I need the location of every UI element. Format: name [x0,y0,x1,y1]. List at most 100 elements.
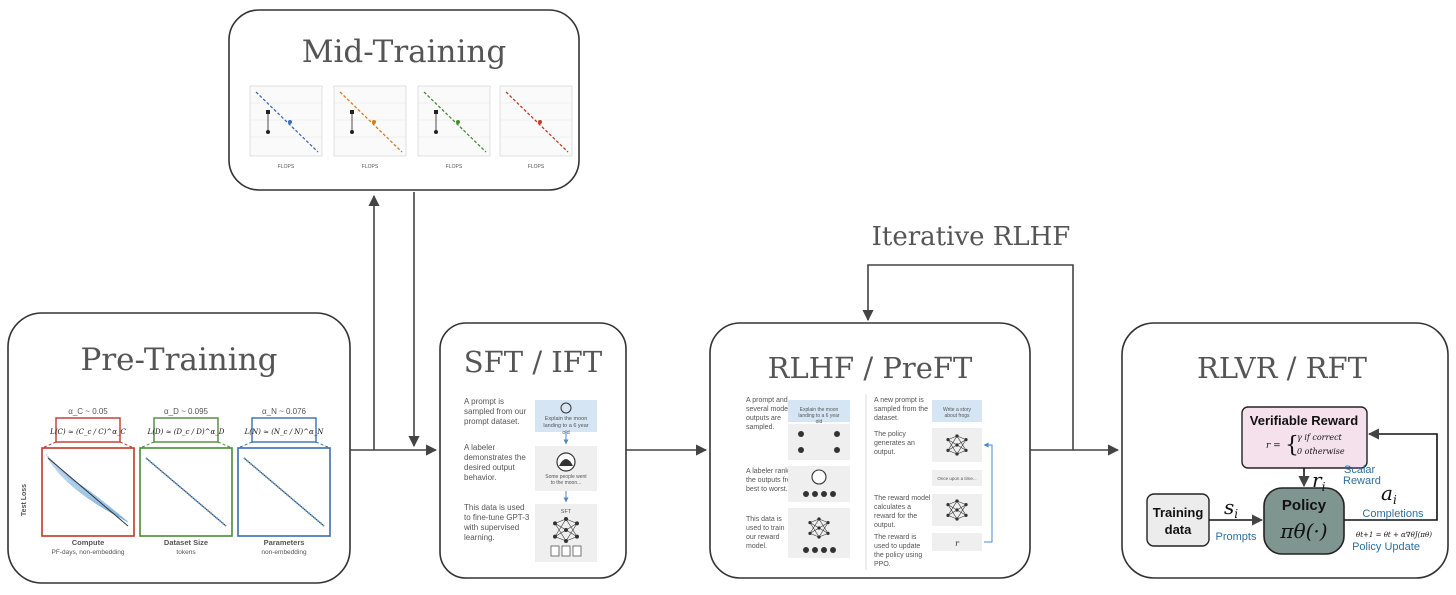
sft-step-line: learning. [464,533,495,542]
network-edge [554,529,567,537]
network-node [946,448,950,453]
policy-symbol: πθ(·) [1279,519,1327,543]
network-edge [947,500,958,516]
network-node [964,448,968,453]
scaling-exponent: α_C ~ 0.05 [68,407,108,416]
prompt-icon [560,402,572,414]
network-graph [553,517,579,543]
connectors [350,192,1120,456]
training-data-line2: data [1165,522,1193,537]
network-edge [818,527,829,534]
zoom-line [237,441,253,449]
rlvr-title: RLVR / RFT [1197,351,1368,385]
rlhf-left-prompt-line: old [816,419,823,425]
network-edge [565,523,578,542]
rlhf-left-line: sampled. [746,424,774,431]
network-edge [818,522,829,538]
network-node [564,528,568,532]
scalar-reward-line1: Scalar [1344,464,1376,476]
sft-prompt-line: landing to a 6 year [543,423,588,429]
formula-box [251,417,317,443]
reward-case-correct: γ if correct [1297,433,1343,442]
rlhf-reward-card [932,533,982,551]
rank-dot [830,491,836,497]
sft-answer-line: Some people went [545,474,587,480]
network-edge [818,522,829,529]
network-edge [809,522,820,529]
mini-xlabel: FLOPS [278,164,295,170]
ranking-dots [803,491,836,497]
rlhf-left-line: best to worst. [746,486,788,493]
reward-rk-symbol: r [955,539,960,548]
mini-marker [288,120,292,124]
network-node [817,517,821,521]
pre-training-ylabel: Test Loss [21,484,28,516]
network-graph [946,434,968,456]
rank-dot [821,547,827,553]
pre-training-title: Pre-Training [81,342,278,378]
network-node [553,534,557,539]
arrow-iterative-loop [862,264,1074,450]
s-symbol: si [1224,495,1238,521]
rlhf-left-line: This data is [746,516,782,523]
rlhf-right-line: The reward model [874,495,931,502]
formula-box [55,417,121,443]
network-edge [818,518,829,534]
mini-marker [434,130,438,134]
rlhf-output-text: Once upon a time... [937,476,976,481]
network-node [808,520,812,525]
panel-label: Dataset Size [164,538,208,547]
panel-sublabel: tokens [176,549,196,556]
rlhf-outputs-card [788,424,850,460]
mini-xlabel: FLOPS [528,164,545,170]
reward-model-network-icon-2 [946,499,968,521]
network-node [826,520,830,525]
rlvr-arrows [1209,428,1438,526]
network-node [575,534,579,539]
mini-trend [339,91,403,153]
network-node [553,521,557,526]
network-edge [956,504,967,520]
zoom-line [139,441,155,449]
rlhf-right-line: used to update [874,543,920,550]
r-symbol: ri [1312,468,1326,494]
network-node [946,502,950,507]
network-node [808,531,812,536]
panel-sublabel: PF-days, non-embedding [52,549,125,556]
rlhf-right-prompt-card [932,400,982,422]
panel-label: Compute [72,538,105,547]
trend-line [47,457,129,527]
sft-step-line: A labeler [464,443,495,452]
rlhf-right-line: dataset. [874,415,899,422]
zoom-line [119,441,135,449]
rank-dot [821,491,827,497]
mini-marker [350,110,354,114]
network-edge [947,509,958,516]
rlhf-left-line: A prompt and [746,397,788,404]
rlhf-right-line: PPO. [874,561,891,568]
network-edge [956,439,967,446]
network-node [946,437,950,442]
rlhf-rm-card [788,508,850,558]
formula-box [153,417,219,443]
scaling-formula: L(C) ≈ (C_c / C)^α_C [49,428,126,436]
sft-step-line: A prompt is [464,397,504,406]
panel-sublabel: non-embedding [261,549,307,556]
sft-step-line: demonstrates the [464,453,526,462]
network-edge [956,509,967,516]
network-edge [565,518,578,537]
zoom-line [315,441,331,449]
network-edge [947,444,958,451]
network-graph [808,517,830,539]
network-node [964,437,968,442]
ppo-loop-arrow [983,442,993,543]
network-graph [946,499,968,521]
network-node [964,513,968,518]
network-edge [956,435,967,451]
network-node [964,502,968,507]
labeler-avatar-2 [811,469,827,485]
